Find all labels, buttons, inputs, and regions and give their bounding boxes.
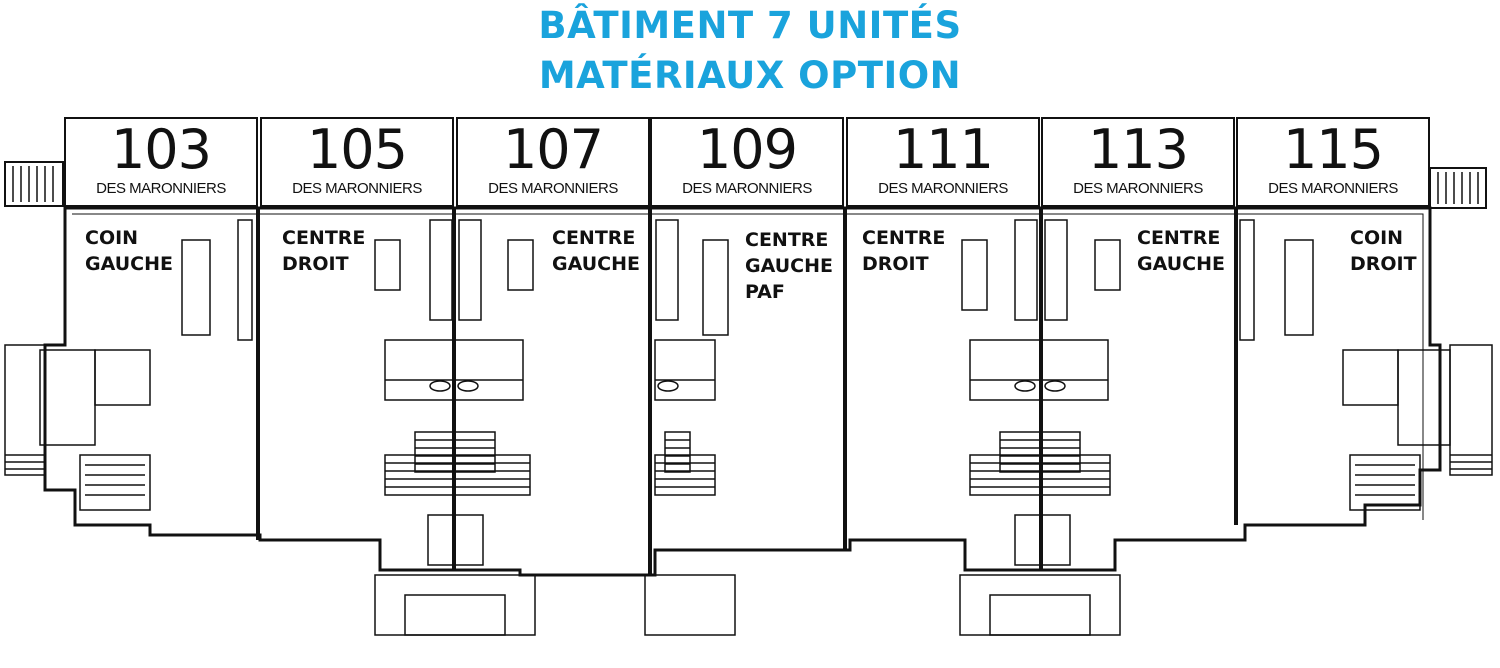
bath-blocks (384, 339, 1109, 401)
unit-card-111: 111 DES MARONNIERS (847, 118, 1039, 206)
unit-street: DES MARONNIERS (1268, 180, 1398, 197)
unit-type-label-103: COIN GAUCHE (85, 227, 173, 275)
unit-street: DES MARONNIERS (488, 180, 618, 197)
unit-street: DES MARONNIERS (1073, 180, 1203, 197)
unit-street: DES MARONNIERS (682, 180, 812, 197)
unit-number: 109 (696, 118, 798, 181)
left-balcony (4, 161, 64, 207)
building-title: BÂTIMENT 7 UNITÉS (538, 4, 962, 47)
unit-type-label-105: CENTRE DROIT (282, 227, 366, 275)
unit-number: 103 (110, 118, 212, 181)
outer-wall (43, 206, 1442, 577)
label-box-111 (846, 117, 1040, 207)
label-box-103 (64, 117, 258, 207)
left-entry-stairs (4, 344, 151, 511)
kitchen-counters (181, 219, 1314, 341)
unit-street: DES MARONNIERS (292, 180, 422, 197)
unit-number: 105 (306, 118, 408, 181)
label-box-105 (260, 117, 454, 207)
unit-card-103: 103 DES MARONNIERS (65, 118, 257, 206)
label-box-107 (456, 117, 650, 207)
unit-number: 111 (892, 118, 994, 181)
right-balcony (1429, 167, 1487, 209)
label-box-115 (1236, 117, 1430, 207)
unit-number: 113 (1087, 118, 1189, 181)
label-box-109 (650, 117, 844, 207)
building-subtitle: MATÉRIAUX OPTION (538, 54, 962, 97)
unit-card-105: 105 DES MARONNIERS (261, 118, 453, 206)
unit-type-label-111: CENTRE DROIT (862, 227, 946, 275)
right-entry-stairs (1342, 344, 1493, 511)
unit-street: DES MARONNIERS (96, 180, 226, 197)
unit-card-107: 107 DES MARONNIERS (457, 118, 649, 206)
unit-type-label-115: COIN DROIT (1350, 227, 1417, 275)
unit-number: 107 (502, 118, 604, 181)
unit-card-113: 113 DES MARONNIERS (1042, 118, 1234, 206)
unit-number: 115 (1282, 118, 1384, 181)
label-box-113 (1041, 117, 1235, 207)
unit-type-label-109: CENTRE GAUCHE PAF (745, 229, 833, 303)
center-stairs (374, 431, 1121, 636)
unit-type-label-113: CENTRE GAUCHE (1137, 227, 1225, 275)
unit-card-109: 109 DES MARONNIERS (651, 118, 843, 206)
unit-type-label-107: CENTRE GAUCHE (552, 227, 640, 275)
unit-street: DES MARONNIERS (878, 180, 1008, 197)
unit-card-115: 115 DES MARONNIERS (1237, 118, 1429, 206)
